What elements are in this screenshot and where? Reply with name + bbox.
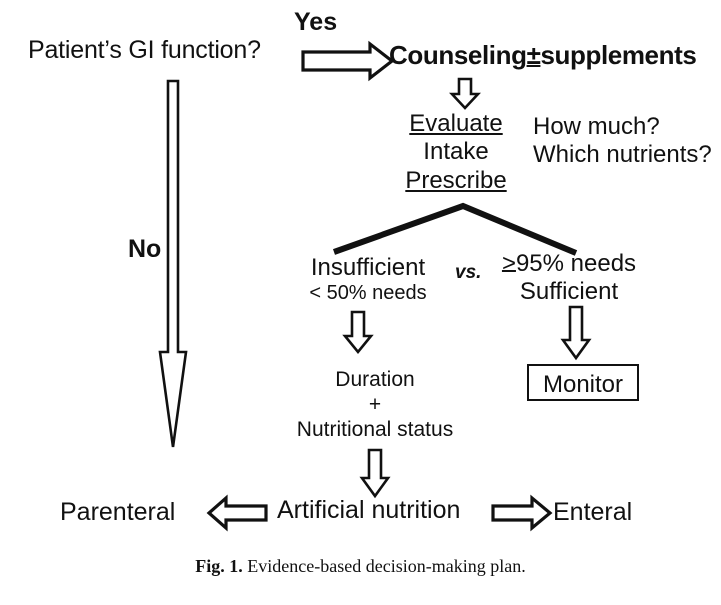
counseling-down-arrow-icon [449, 77, 481, 110]
figure-caption-text: Evidence-based decision-making plan. [247, 556, 526, 576]
no-arrow-icon [158, 79, 188, 448]
node-nutritional-status: Nutritional status [296, 417, 454, 441]
plus-minus-symbol: ± [526, 40, 541, 70]
node-sufficient-needs-rest: 95% needs [515, 250, 637, 277]
node-duration-nutritional-status: Duration + Nutritional status [288, 368, 462, 442]
node-monitor-box: Monitor [527, 364, 639, 401]
node-insufficient-label: Insufficient [310, 254, 426, 281]
node-enteral: Enteral [553, 498, 633, 526]
duration-down-arrow-icon [359, 448, 391, 499]
node-sufficient: >95% needs Sufficient [489, 250, 649, 307]
node-evaluate-intake-prescribe: Evaluate Intake Prescribe [398, 110, 514, 195]
node-counseling-supplements: Counseling±supplements [389, 40, 697, 71]
enteral-right-arrow-icon [491, 494, 553, 532]
node-duration-label: Duration [335, 368, 415, 391]
node-intake: Intake [423, 138, 489, 166]
annotation-how-much: How much? [533, 113, 660, 140]
greater-or-equal-symbol: > [501, 250, 516, 277]
sufficient-down-arrow-icon [560, 305, 592, 361]
node-questions-annotation: How much? Which nutrients? [533, 113, 712, 170]
counseling-text-after: supplements [540, 40, 697, 70]
node-parenteral: Parenteral [60, 498, 176, 526]
node-insufficient-sublabel: < 50% needs [309, 282, 427, 305]
label-yes: Yes [294, 8, 338, 36]
node-evaluate: Evaluate [409, 110, 503, 137]
branch-split-line [332, 202, 578, 256]
label-versus: vs. [455, 262, 482, 283]
yes-arrow-icon [301, 40, 395, 82]
node-insufficient: Insufficient < 50% needs [305, 254, 431, 306]
node-artificial-nutrition: Artificial nutrition [277, 496, 461, 524]
figure-number: Fig. 1. [195, 556, 243, 576]
node-sufficient-label: Sufficient [519, 278, 619, 306]
annotation-which-nutrients: Which nutrients? [533, 141, 712, 169]
figure-caption: Fig. 1. Evidence-based decision-making p… [0, 556, 721, 577]
counseling-text-before: Counseling [389, 40, 527, 70]
node-patient-gi-function: Patient’s GI function? [28, 36, 261, 64]
node-prescribe: Prescribe [405, 166, 507, 194]
node-plus-symbol: + [368, 392, 382, 416]
node-sufficient-needs: >95% needs [489, 250, 649, 278]
insufficient-down-arrow-icon [342, 310, 374, 355]
parenteral-left-arrow-icon [206, 494, 268, 532]
label-no: No [128, 235, 162, 263]
